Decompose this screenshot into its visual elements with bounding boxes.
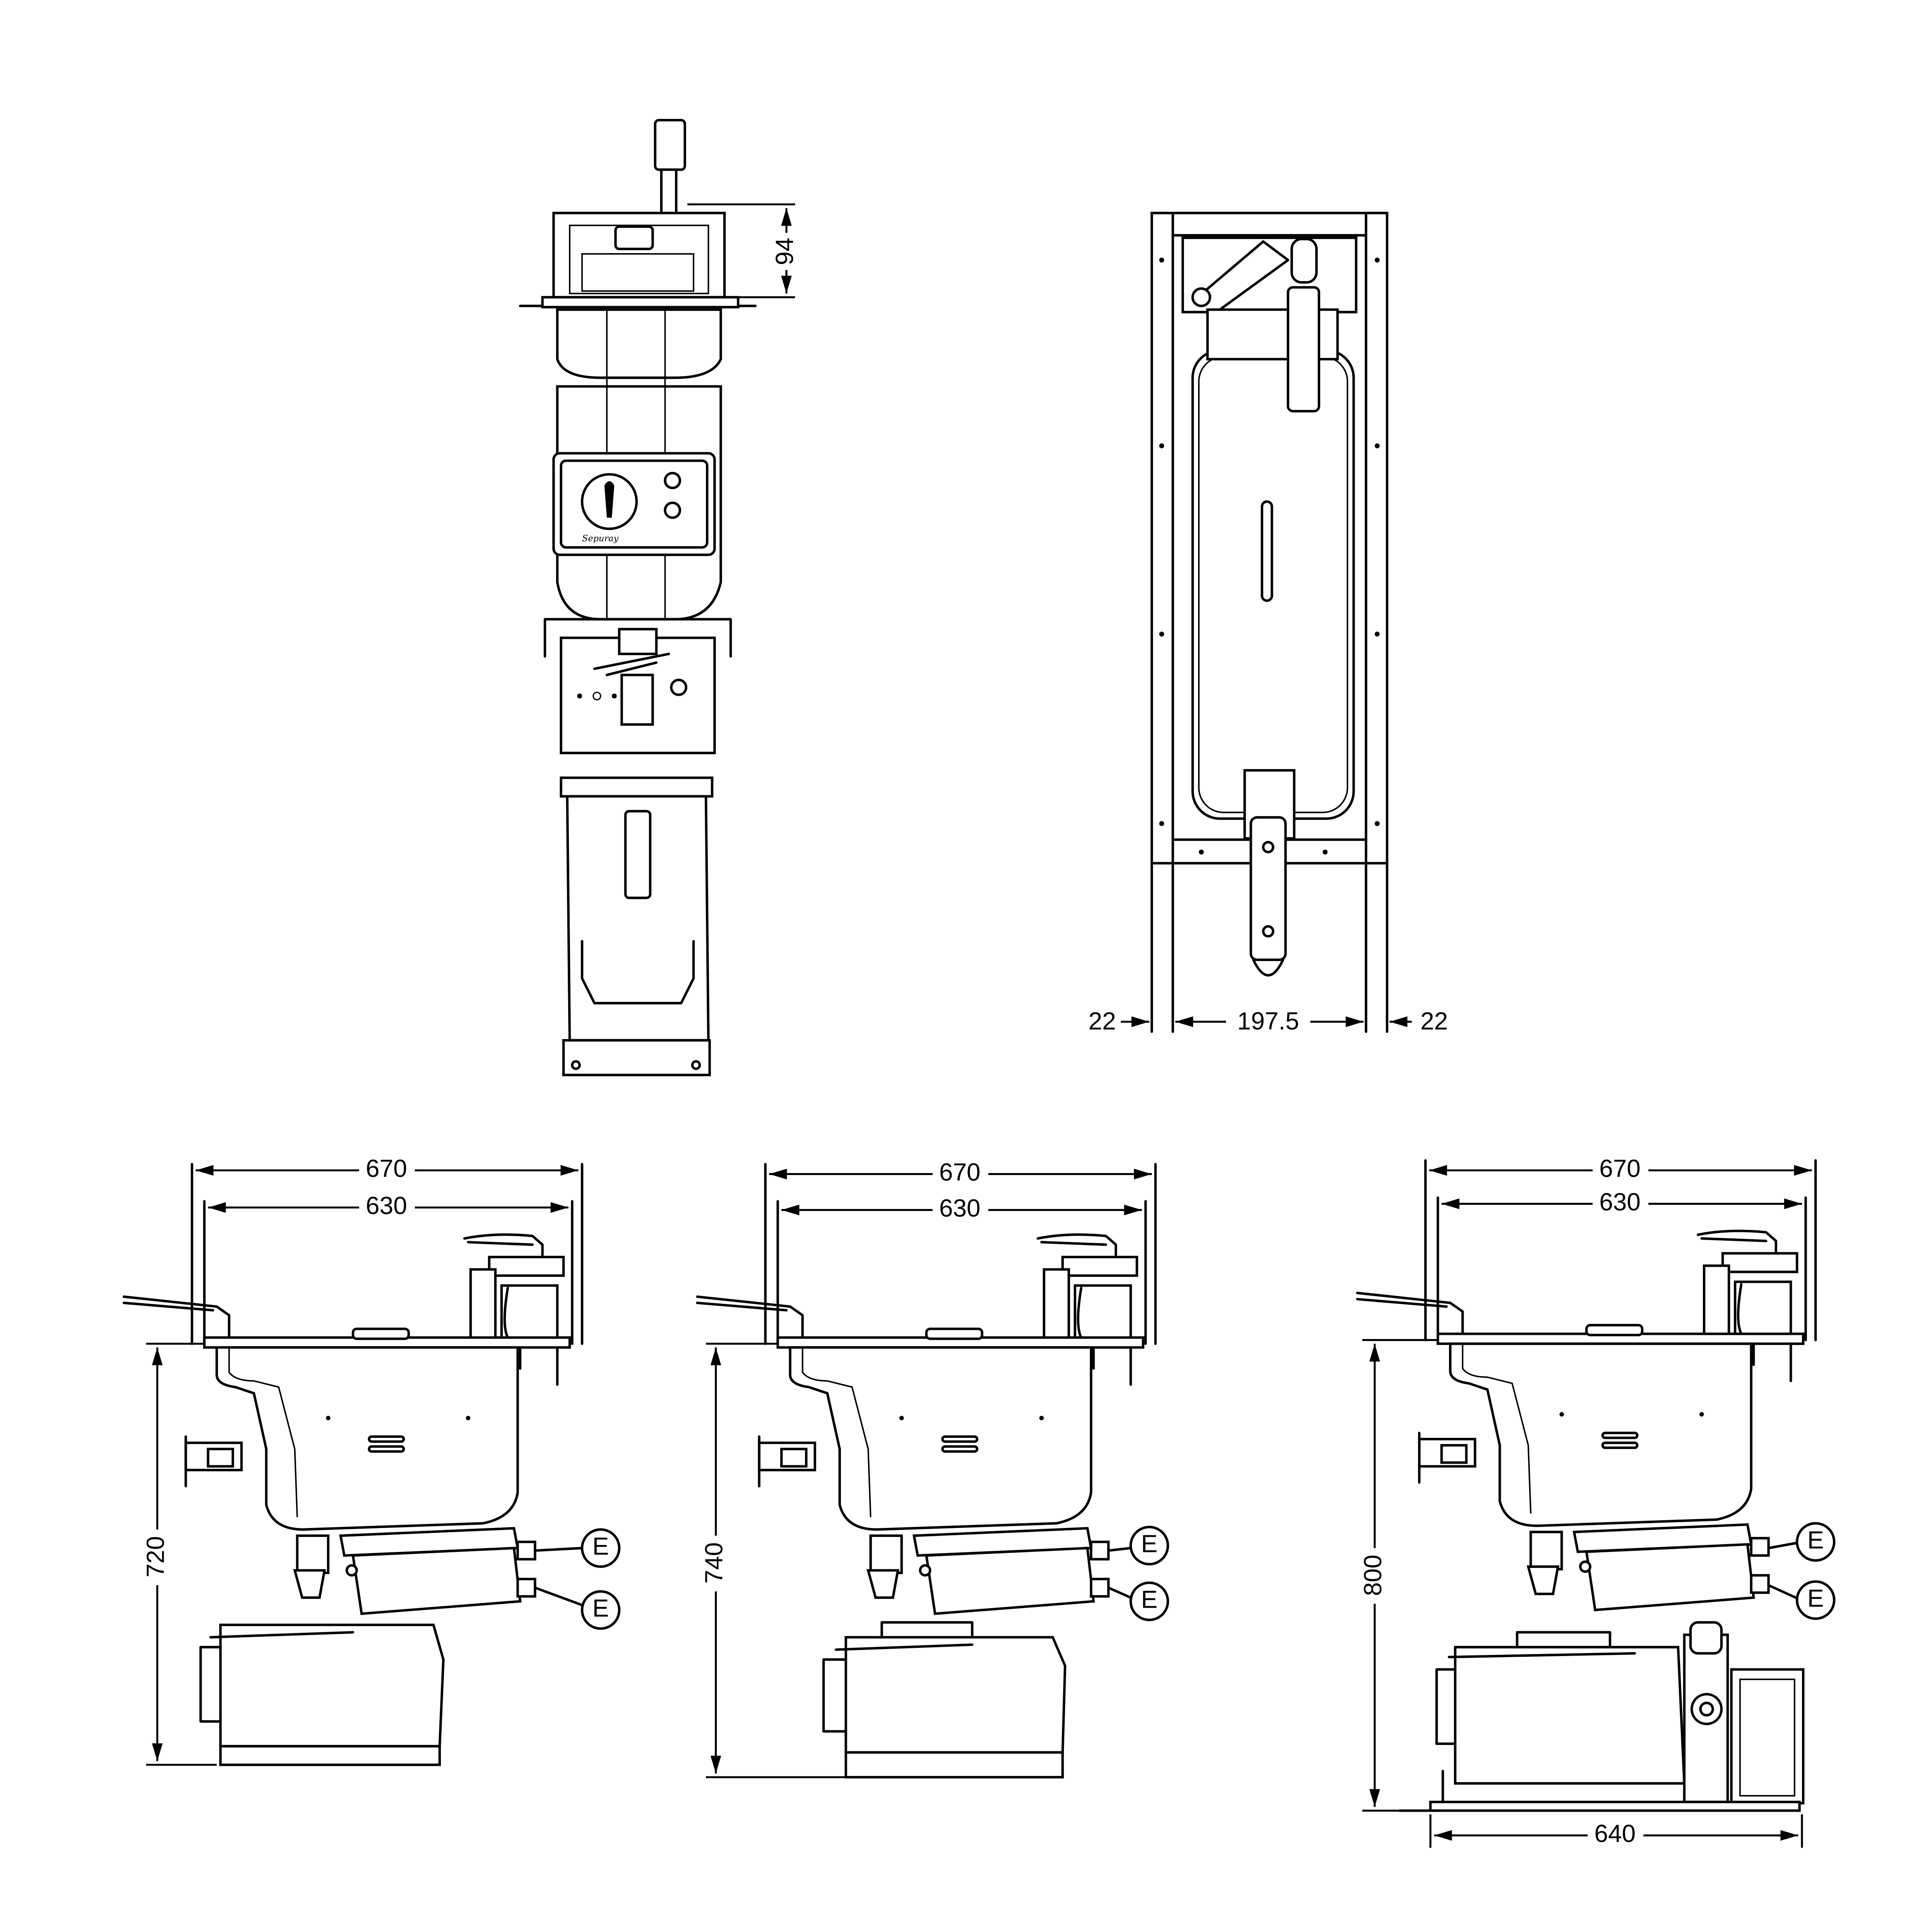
- connection-label-e: E: [1141, 1530, 1158, 1558]
- dim-left-flange: 22: [1088, 1007, 1116, 1035]
- connection-label-e: E: [1141, 1586, 1158, 1613]
- indicator-light-1: [664, 472, 682, 490]
- dim-cart-width: 640: [1594, 1819, 1636, 1847]
- knob-pointer-icon: [604, 481, 615, 518]
- dim-tank-depth: 630: [366, 1192, 407, 1219]
- dim-right-flange: 22: [1420, 1007, 1448, 1035]
- connection-label-e: E: [1807, 1526, 1824, 1554]
- dim-overall-depth: 670: [939, 1158, 981, 1186]
- dim-tank-depth: 630: [1599, 1188, 1641, 1216]
- control-panel: Sepuray: [552, 452, 716, 556]
- dim-inner-width: 197.5: [1237, 1007, 1299, 1035]
- indicator-light-2: [664, 502, 682, 519]
- dim-tank-depth: 630: [939, 1194, 981, 1222]
- oil-container-side: [822, 1621, 1067, 1779]
- connection-label-e: E: [1807, 1584, 1824, 1612]
- dim-overall-depth: 670: [366, 1154, 407, 1182]
- side-view-2: 670 630 740 E E: [697, 1158, 1169, 1779]
- brand-logo: Sepuray: [582, 533, 618, 543]
- filter-pump-cart: [1398, 1621, 1805, 1812]
- dim-height: 740: [700, 1542, 728, 1584]
- dim-overall-depth: 670: [1599, 1154, 1641, 1182]
- dim-height: 800: [1359, 1555, 1387, 1596]
- tank-upper: [556, 308, 722, 379]
- dim-handle-height: 94: [771, 238, 798, 265]
- oil-container-side: [199, 1624, 445, 1766]
- drain-pipe: [620, 673, 654, 726]
- connection-label-e: E: [593, 1532, 609, 1560]
- side-view-3: 670 630 800 E E 640: [1357, 1154, 1836, 1849]
- connection-label-e: E: [593, 1594, 609, 1622]
- front-view: Sepuray 94: [519, 119, 800, 1076]
- side-view-1: 670 630 720 E E: [124, 1154, 621, 1766]
- lift-handle: [1286, 286, 1321, 413]
- lift-handle-grip: [654, 119, 686, 171]
- oil-container-top: [560, 776, 714, 798]
- plan-view: 22 197.5 22: [1088, 212, 1448, 1035]
- basket-handle: [1249, 816, 1287, 961]
- dim-height: 720: [141, 1536, 169, 1577]
- basket-slot: [1261, 500, 1273, 602]
